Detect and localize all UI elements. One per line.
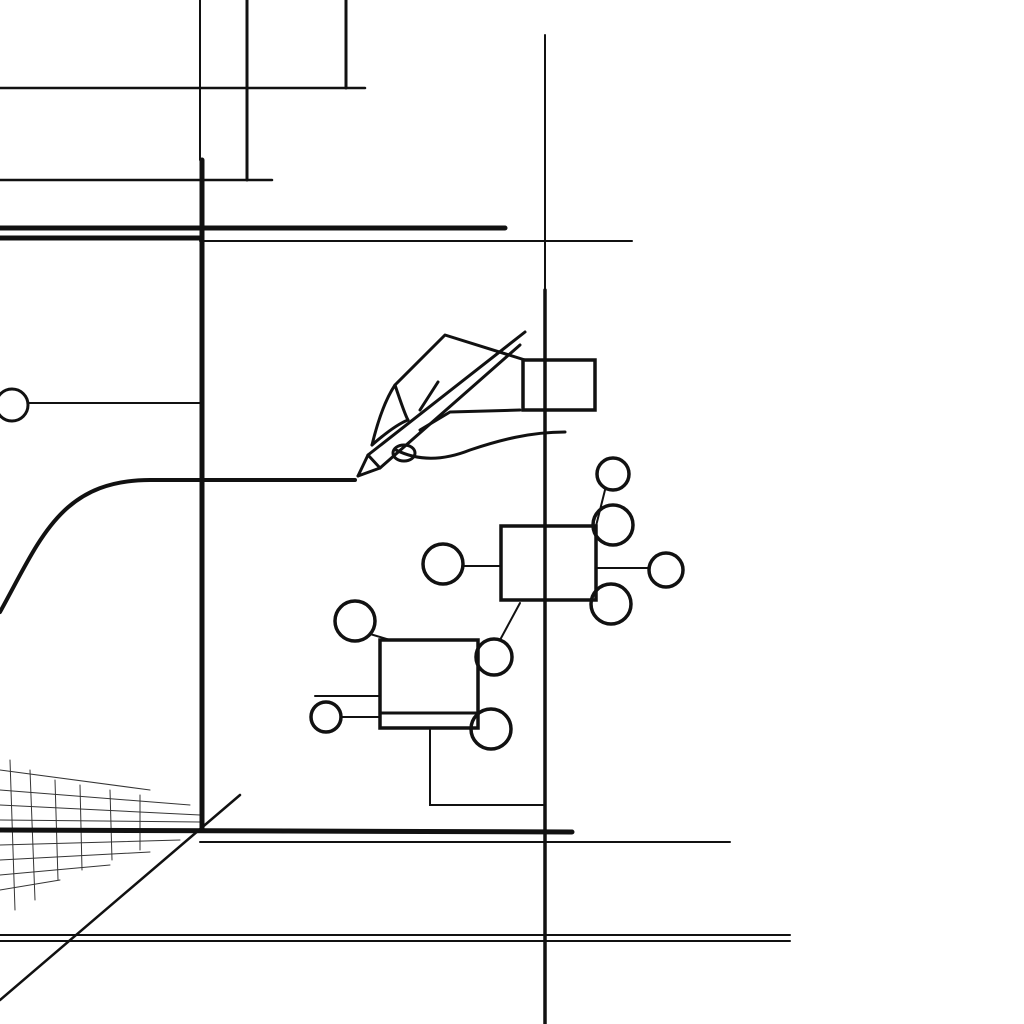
node-circle [647, 551, 685, 589]
node-circle [0, 387, 30, 423]
node-circle [474, 637, 514, 677]
drawn-curve [0, 478, 357, 614]
node-circle [589, 582, 633, 626]
diagram-cluster-upper [421, 456, 685, 641]
node-circle [309, 700, 343, 734]
node-circle [333, 599, 377, 643]
node-circle [591, 503, 635, 547]
pencil-icon [356, 330, 527, 478]
diagram-box [378, 638, 480, 730]
node-circle [421, 542, 465, 586]
hatched-shading [0, 759, 201, 911]
grid-line [0, 827, 575, 835]
hand-icon [370, 333, 567, 460]
grid-lines [0, 0, 791, 1024]
node-circle [469, 707, 513, 751]
grid-line [0, 793, 242, 1002]
diagram-cluster-lower [309, 599, 546, 806]
diagram-box [521, 358, 597, 412]
node-circle [595, 456, 631, 492]
diagram-box [499, 524, 598, 602]
